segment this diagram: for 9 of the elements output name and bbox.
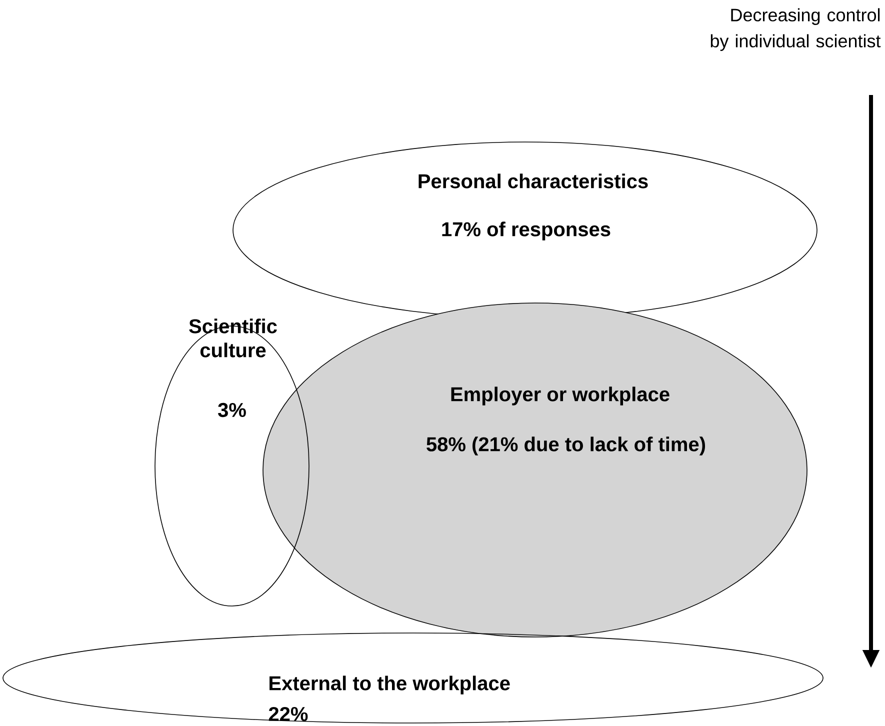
region-title: External to the workplace [270, 676, 510, 694]
axis-caption: Decreasing control by individual scientist [710, 8, 881, 51]
percentage-label: 58% (21% due to lack of time) [426, 436, 705, 456]
region-title: Employer or workplace [451, 386, 670, 406]
region-title: Scientific culture [189, 318, 277, 358]
percentage-label: 3% [218, 402, 246, 418]
percentage-label: 22% [268, 706, 308, 722]
percentage-label: 17% of responses [442, 222, 610, 240]
region-title: Personal characteristics [418, 174, 648, 188]
